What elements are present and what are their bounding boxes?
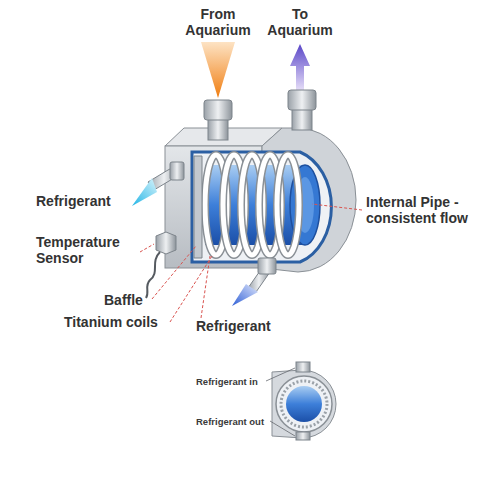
housing-part [192, 152, 331, 262]
cross-section-part [296, 432, 310, 440]
leader-lines-part [140, 244, 154, 252]
titanium-coils [205, 155, 299, 255]
leader-lines [140, 204, 362, 322]
coils-label: Titanium coils [64, 314, 189, 330]
cross-section-part [276, 376, 332, 432]
water-ports-part [288, 90, 316, 110]
leader-lines-part [312, 204, 362, 210]
titanium-coils-part [277, 155, 299, 255]
cross-section-part [270, 421, 295, 436]
inflow-arrow [201, 42, 235, 98]
sensor-label: Temperature Sensor [36, 234, 136, 266]
cross-section-part [286, 386, 322, 422]
refrigerant-ports-part [258, 258, 276, 274]
temperature-sensor [146, 232, 176, 298]
cross-section-part [296, 362, 310, 372]
leader-lines-part [170, 256, 212, 322]
refrigerant-label: Refrigerant [196, 318, 296, 334]
water-ports-part [208, 118, 228, 140]
refrigerant-ports-part [132, 178, 157, 206]
outflow-arrow [290, 44, 310, 90]
refrigerant-ports-part [232, 284, 258, 306]
cross-section-part [281, 381, 327, 427]
baffle [194, 156, 202, 258]
refrigerant-in-label: Refrigerant in [196, 376, 258, 387]
water-ports-part [292, 108, 312, 130]
inlet-label: From Aquarium [178, 6, 258, 38]
refrigerant-label: Refrigerant [36, 193, 136, 209]
cross-section [266, 362, 336, 440]
pipe-label: Internal Pipe - consistent flow [366, 194, 484, 226]
leader-lines-part [201, 256, 210, 318]
baffle-label: Baffle [104, 292, 164, 308]
cross-section-part [266, 368, 295, 381]
refrigerant-ports [132, 162, 276, 306]
temperature-sensor-part [156, 232, 176, 254]
water-ports [204, 90, 316, 140]
refrigerant-ports-part [170, 162, 184, 180]
water-ports-part [204, 100, 232, 120]
titanium-coils-part [277, 155, 299, 255]
temperature-sensor-part [146, 252, 160, 298]
outlet-label: To Aquarium [260, 6, 340, 38]
housing [165, 128, 356, 272]
refrigerant-out-label: Refrigerant out [196, 416, 264, 427]
baffle-part [194, 156, 202, 258]
